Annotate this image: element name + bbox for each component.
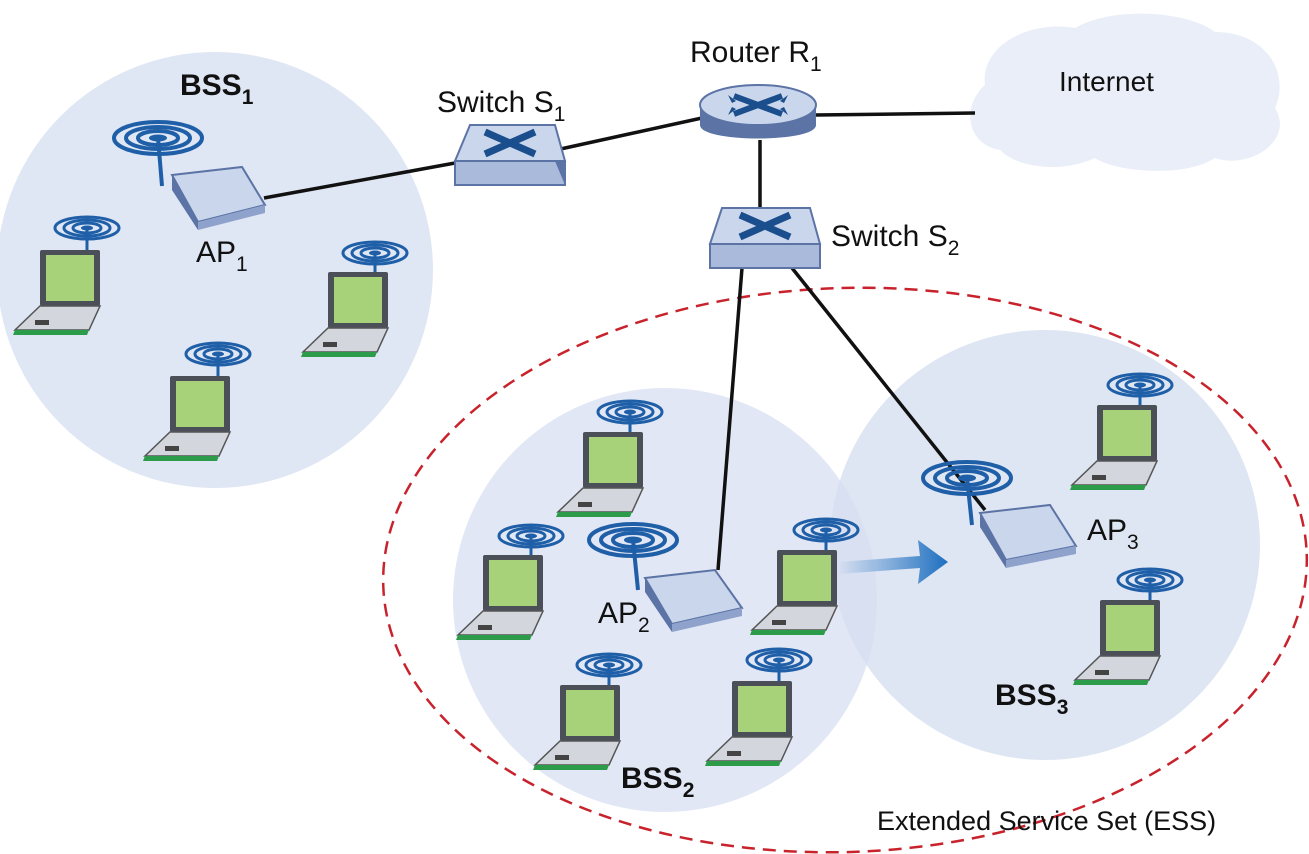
movement-arrow-icon [838, 540, 948, 584]
bss2-label: BSS2 [621, 762, 694, 802]
ap2-label: AP2 [598, 597, 650, 637]
ess-label: Extended Service Set (ESS) [877, 806, 1216, 836]
laptop-icon [142, 341, 252, 462]
ap1-label: AP1 [196, 236, 248, 276]
switch-s1-label: Switch S1 [437, 86, 565, 126]
laptop-icon [532, 652, 643, 771]
internet-cloud-icon [970, 13, 1280, 171]
ap3-label: AP3 [1087, 514, 1139, 554]
access-point-ap1-icon [112, 120, 267, 230]
internet-label: Internet [1059, 66, 1154, 97]
switch-s2-icon [708, 207, 822, 269]
laptop-icon [555, 399, 664, 518]
switch-s2-label: Switch S2 [831, 220, 959, 260]
bss1-coverage-area [0, 52, 433, 488]
bss1-label: BSS1 [180, 69, 254, 109]
laptop-icon [300, 240, 409, 358]
router-r1-label: Router R1 [690, 36, 822, 76]
access-point-ap2-icon [587, 522, 744, 632]
laptop-icon [455, 523, 565, 641]
laptop-icon [704, 647, 813, 767]
switch-s1-icon [453, 124, 567, 186]
laptop-icon [12, 215, 121, 336]
laptop-icon [1072, 567, 1184, 686]
laptop-icon [749, 517, 860, 636]
bss3-label: BSS3 [995, 679, 1068, 719]
laptop-icon [1069, 372, 1174, 491]
router-icon [699, 84, 817, 139]
access-point-ap3-icon [921, 460, 1078, 568]
